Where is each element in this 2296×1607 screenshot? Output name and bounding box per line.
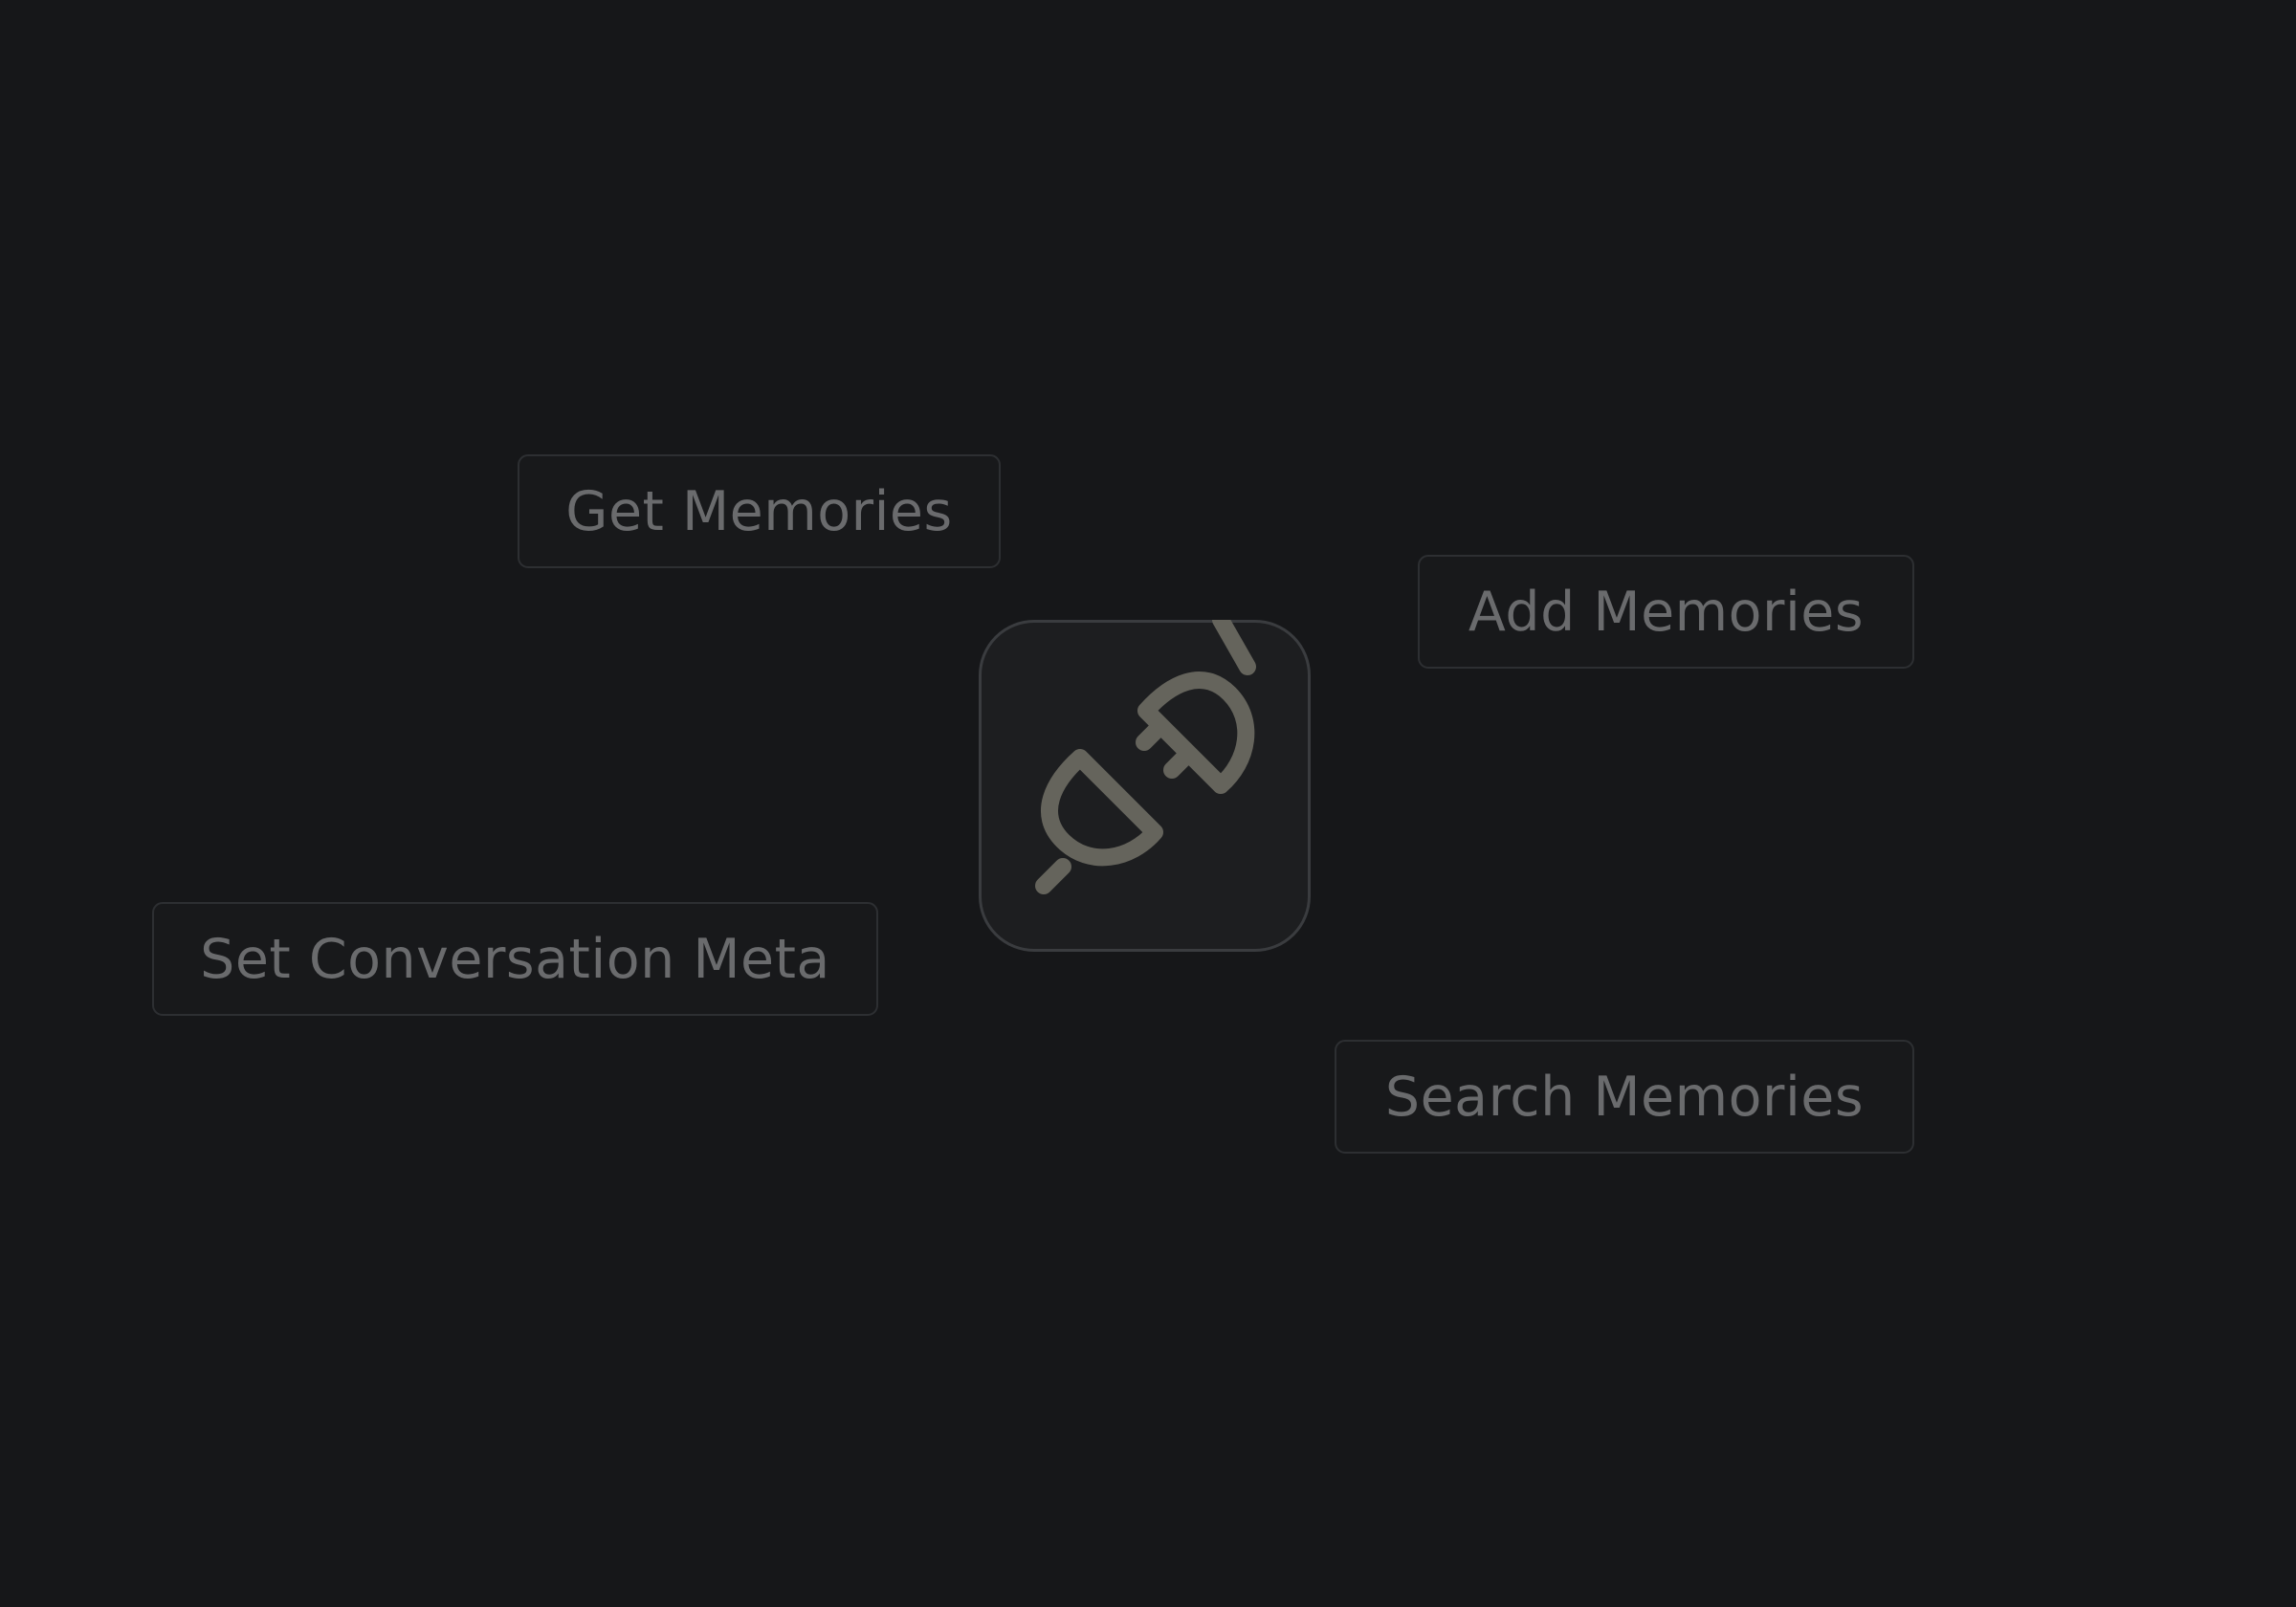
tool-chip-add-memories[interactable]: Add Memories: [1418, 555, 1914, 669]
tool-chip-label: Set Conversation Meta: [200, 927, 830, 991]
tool-chip-label: Get Memories: [565, 479, 953, 543]
plug-disconnected-icon: [1035, 620, 1256, 894]
tool-chip-set-conversation-meta[interactable]: Set Conversation Meta: [152, 902, 878, 1016]
tool-chip-label: Add Memories: [1468, 580, 1865, 644]
tool-chip-label: Search Memories: [1384, 1065, 1865, 1129]
tool-chip-search-memories[interactable]: Search Memories: [1335, 1040, 1914, 1154]
tool-chip-get-memories[interactable]: Get Memories: [518, 454, 1001, 568]
plugin-tile[interactable]: [979, 620, 1311, 952]
